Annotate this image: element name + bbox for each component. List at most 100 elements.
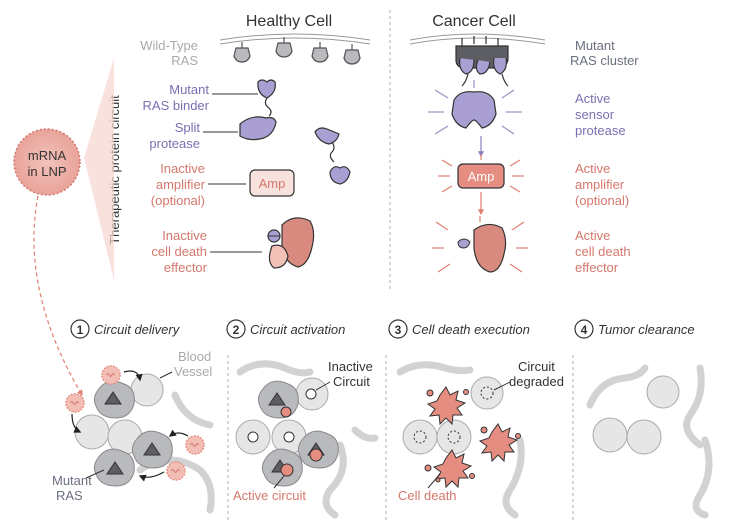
step-1-header: 1 Circuit delivery	[70, 319, 181, 339]
cancer-cell-title: Cancer Cell	[432, 13, 516, 30]
uptake-arrow	[123, 370, 143, 382]
label-inactive-effector: Inactive cell death effector	[151, 228, 207, 275]
svg-text:Circuit: Circuit	[518, 359, 555, 374]
active-amp-label: Amp	[468, 169, 495, 184]
tumor-cell	[93, 380, 135, 419]
svg-text:Mutant: Mutant	[169, 82, 209, 97]
inactive-circuit-dot	[305, 388, 317, 400]
leader-blood-vessel	[159, 371, 173, 379]
label-inactive-amplifier: Inactive amplifier (optional)	[151, 161, 206, 208]
healthy-cell	[592, 417, 628, 453]
svg-text:Mutant: Mutant	[52, 473, 92, 488]
healthy-cell-title: Healthy Cell	[246, 13, 332, 30]
cancer-membrane-inner	[409, 37, 546, 45]
lnp-particle	[65, 393, 85, 413]
label-active-effector: Active cell death effector	[575, 228, 631, 275]
svg-text:Cell death execution: Cell death execution	[412, 322, 530, 337]
svg-text:Split: Split	[175, 120, 201, 135]
inactive-amp-label: Amp	[259, 176, 286, 191]
blood-vessel	[692, 436, 713, 519]
split-protease-free	[314, 127, 351, 185]
svg-text:Inactive: Inactive	[160, 161, 205, 176]
svg-text:RAS: RAS	[171, 53, 198, 68]
label-mutant-ras: Mutant RAS	[52, 473, 92, 503]
step-3-scene: Circuit degraded Cell death	[396, 359, 564, 519]
svg-text:Circuit: Circuit	[333, 374, 370, 389]
healthy-membrane	[219, 33, 371, 41]
active-effector	[432, 216, 528, 273]
leader-active-circuit	[273, 475, 285, 489]
step-3-header: 3 Cell death execution	[388, 319, 530, 339]
svg-text:cell death: cell death	[151, 244, 207, 259]
lnp-particle	[166, 461, 186, 481]
svg-text:Wild-Type: Wild-Type	[140, 38, 198, 53]
label-inactive-circuit: Inactive Circuit	[328, 359, 373, 389]
tumor-cell	[131, 430, 173, 469]
svg-text:Mutant: Mutant	[575, 38, 615, 53]
degraded-circuit	[480, 386, 494, 400]
svg-text:Blood: Blood	[178, 349, 211, 364]
healthy-cell	[436, 419, 472, 455]
label-circuit-degraded: Circuit degraded	[509, 359, 564, 389]
step-1-scene: Blood Vessel Mutant RAS	[52, 349, 215, 514]
label-active-amplifier: Active amplifier (optional)	[575, 161, 629, 208]
svg-text:degraded: degraded	[509, 374, 564, 389]
tumor-cell-active	[257, 380, 299, 419]
leader-mutant-ras	[85, 469, 105, 479]
svg-text:effector: effector	[164, 260, 208, 275]
blood-vessel	[351, 426, 379, 442]
leader-circuit-degraded	[493, 381, 511, 391]
svg-text:Circuit delivery: Circuit delivery	[94, 322, 181, 337]
svg-text:3: 3	[395, 323, 402, 337]
degraded-circuit	[413, 430, 427, 444]
healthy-membrane-inner	[219, 37, 371, 45]
blood-vessel	[502, 436, 525, 519]
svg-text:Tumor clearance: Tumor clearance	[598, 322, 695, 337]
svg-text:Circuit activation: Circuit activation	[250, 322, 345, 337]
inactive-circuit-dot	[283, 431, 295, 443]
svg-text:sensor: sensor	[575, 107, 615, 122]
svg-text:(optional): (optional)	[575, 193, 629, 208]
svg-text:RAS binder: RAS binder	[143, 98, 210, 113]
svg-text:RAS cluster: RAS cluster	[570, 53, 639, 68]
svg-text:Inactive: Inactive	[328, 359, 373, 374]
mutant-ras-cluster	[455, 36, 509, 87]
leader-cell-death	[427, 473, 441, 489]
blood-vessel	[683, 364, 705, 449]
healthy-cell	[626, 419, 662, 455]
lnp-label-line2: in LNP	[27, 164, 66, 179]
label-wild-type: Wild-Type RAS	[140, 38, 198, 68]
step-4-scene	[586, 364, 713, 519]
split-protease-shape	[239, 116, 277, 141]
blood-vessel-2	[171, 391, 214, 429]
label-blood-vessel: Blood Vessel	[174, 349, 212, 379]
mrna-lnp-particle: mRNA in LNP	[13, 128, 81, 196]
svg-text:protease: protease	[575, 123, 626, 138]
lnp-label-line1: mRNA	[28, 148, 67, 163]
active-amp: Amp	[438, 154, 524, 193]
svg-text:2: 2	[233, 323, 240, 337]
uptake-arrow	[138, 471, 165, 482]
mutant-ras-binder-shape	[257, 79, 276, 117]
lnp-particle	[185, 435, 205, 455]
label-active-circuit: Active circuit	[233, 488, 306, 503]
svg-text:cell death: cell death	[575, 244, 631, 259]
dying-cell	[478, 423, 521, 463]
label-cell-death: Cell death	[398, 488, 457, 503]
svg-text:4: 4	[581, 323, 588, 337]
healthy-cell	[74, 414, 110, 450]
step-2-scene: Inactive Circuit Active circuit	[233, 359, 379, 519]
wild-type-ras-proteins	[233, 37, 361, 65]
label-active-sensor: Active sensor protease	[575, 91, 626, 138]
svg-text:Vessel: Vessel	[174, 364, 212, 379]
cancer-membrane	[409, 33, 546, 41]
blood-vessel	[586, 364, 649, 409]
svg-text:Active: Active	[575, 161, 610, 176]
inactive-circuit-dot	[247, 431, 259, 443]
svg-text:amplifier: amplifier	[156, 177, 206, 192]
svg-text:Inactive: Inactive	[162, 228, 207, 243]
tumor-cell-active	[261, 448, 303, 487]
label-split-protease: Split protease	[149, 120, 200, 151]
blood-vessel	[322, 441, 347, 519]
